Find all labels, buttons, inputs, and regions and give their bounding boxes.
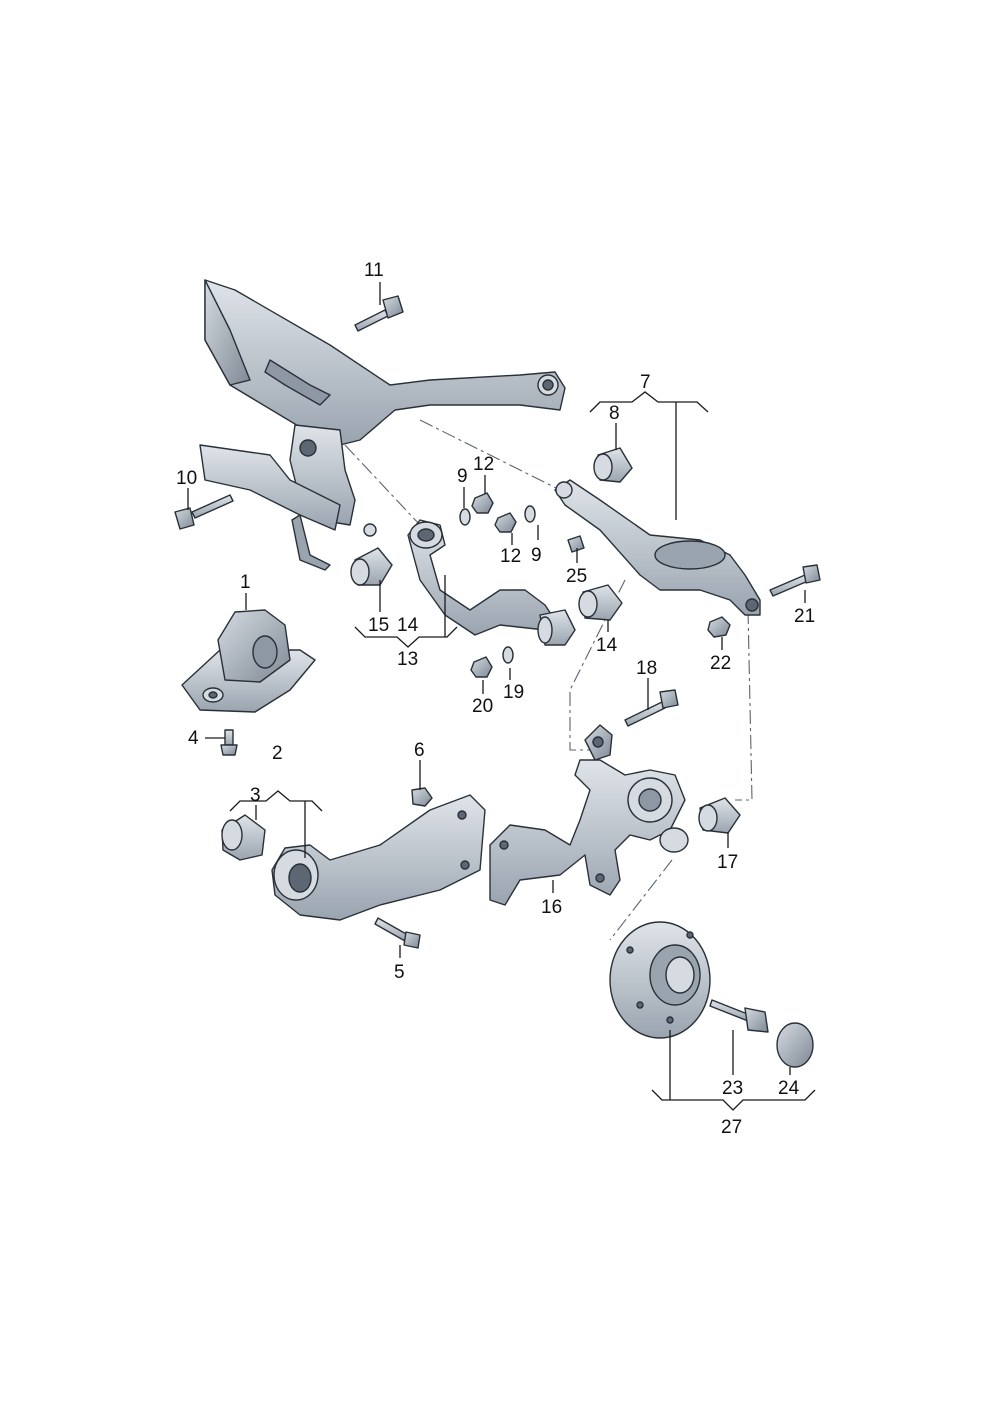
label-13: 13: [397, 649, 418, 670]
nut-22: [707, 616, 731, 638]
label-1: 1: [240, 572, 251, 593]
callout-labels: 11 7 8 9 12 10 12 9 25 21 1 15 14 14 13 …: [176, 260, 815, 1138]
label-8: 8: [609, 403, 620, 424]
label-17: 17: [717, 852, 738, 873]
label-27: 27: [721, 1117, 742, 1138]
label-11: 11: [364, 260, 384, 281]
washer-9b: [524, 505, 536, 523]
upper-arm-13: [407, 519, 576, 646]
washer-19: [502, 646, 514, 664]
leader-lines: [187, 282, 816, 1111]
label-9b: 9: [531, 545, 542, 566]
label-14b: 14: [596, 635, 618, 656]
label-18: 18: [636, 658, 657, 679]
label-12b: 12: [500, 546, 521, 567]
label-23: 23: [722, 1078, 743, 1099]
bushing-15: [350, 547, 393, 586]
label-10: 10: [176, 468, 197, 489]
label-6: 6: [414, 740, 425, 761]
label-12a: 12: [473, 454, 494, 475]
label-4: 4: [188, 728, 199, 749]
control-arm-7: [554, 479, 761, 616]
label-15: 15: [368, 615, 389, 636]
bushing-14: [578, 584, 623, 621]
bolt-18: [624, 689, 679, 727]
label-3: 3: [250, 785, 261, 806]
bolt-5: [374, 917, 421, 949]
bolt-4: [220, 729, 238, 756]
nut-20: [470, 656, 493, 678]
washer-9a: [459, 508, 471, 526]
label-24: 24: [778, 1078, 800, 1099]
cap-24: [776, 1022, 814, 1068]
wheel-carrier-16: [489, 724, 689, 906]
bolt-6: [411, 787, 433, 807]
label-9a: 9: [457, 466, 468, 487]
label-14a: 14: [397, 615, 419, 636]
bolt-21: [769, 564, 821, 597]
label-5: 5: [394, 962, 405, 983]
label-21: 21: [794, 606, 815, 627]
label-19: 19: [503, 682, 524, 703]
bushing-17: [698, 797, 741, 834]
label-25: 25: [566, 566, 587, 587]
label-7: 7: [640, 372, 651, 393]
assembly-lines: [344, 419, 753, 941]
bolt-10: [174, 494, 234, 530]
mount-1: [181, 609, 316, 713]
trailing-arm-2: [271, 794, 486, 921]
label-22: 22: [710, 653, 731, 674]
bushing-8: [593, 447, 633, 483]
bolt-23: [709, 999, 769, 1033]
label-2: 2: [272, 743, 283, 764]
label-16: 16: [541, 897, 562, 918]
bolt-11: [354, 295, 404, 332]
nut-12b: [494, 512, 517, 533]
subframe: [199, 279, 566, 571]
nut-25: [567, 535, 585, 553]
wheel-hub-27: [609, 921, 711, 1039]
bushing-3: [221, 814, 266, 861]
label-20: 20: [472, 696, 493, 717]
nut-12a: [471, 492, 494, 514]
